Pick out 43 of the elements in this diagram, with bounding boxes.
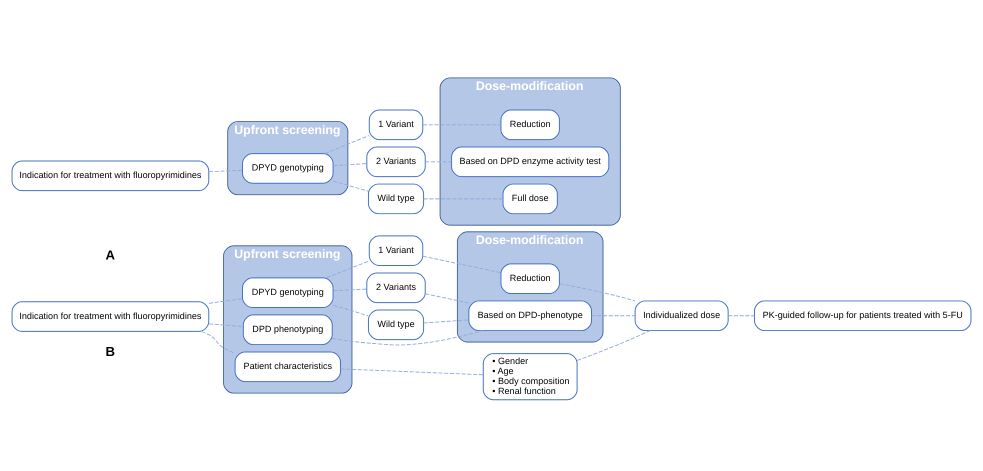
node-box: DPD phenotyping xyxy=(242,314,333,346)
connector xyxy=(332,180,369,192)
node-box: DPYD genotyping xyxy=(242,153,334,184)
connector xyxy=(332,304,369,316)
connector xyxy=(332,163,368,166)
node-box: Reduction xyxy=(500,263,560,294)
connector xyxy=(208,298,243,304)
node-box: Indication for treatment with fluoropyrimidines xyxy=(12,301,210,332)
node-box: Patient characteristics xyxy=(234,351,341,382)
node-box: 1 Variant xyxy=(368,109,424,140)
node-box: Based on DPD enzyme activity test xyxy=(451,146,610,178)
connector xyxy=(559,283,636,302)
node-box: PK-guided follow-up for patients treated with 5-FU xyxy=(754,300,972,332)
node-box: Based on DPD-phenotype xyxy=(468,300,592,332)
connector xyxy=(332,330,484,346)
node-box: 2 Variants xyxy=(366,146,426,178)
node-box: Wild type xyxy=(368,184,424,214)
node-box: Individualized dose xyxy=(634,300,729,332)
node-box: Reduction xyxy=(500,109,560,140)
connector xyxy=(422,256,502,274)
connector xyxy=(728,315,755,316)
node-box: Wild type xyxy=(368,310,424,340)
connector xyxy=(424,161,452,162)
node-box: Full dose xyxy=(502,184,558,214)
label: A xyxy=(105,248,115,263)
connector xyxy=(208,323,244,327)
node-box: 1 Variant xyxy=(368,235,424,266)
connector xyxy=(422,124,502,126)
connector xyxy=(423,198,504,200)
connector xyxy=(326,260,370,278)
connector xyxy=(208,170,243,172)
connector xyxy=(423,319,470,324)
connector xyxy=(591,315,636,316)
node-box: 2 Variants xyxy=(366,272,426,304)
label: B xyxy=(105,344,115,359)
connector xyxy=(424,293,470,304)
node-box: DPYD genotyping xyxy=(242,277,334,308)
node-box: • Gender • Age • Body composition • Renal function xyxy=(482,353,578,400)
connector xyxy=(340,368,484,376)
node-box: Indication for treatment with fluoropyrimidines xyxy=(12,160,210,192)
connector xyxy=(324,135,370,154)
connector xyxy=(332,288,368,292)
connector xyxy=(576,330,650,361)
